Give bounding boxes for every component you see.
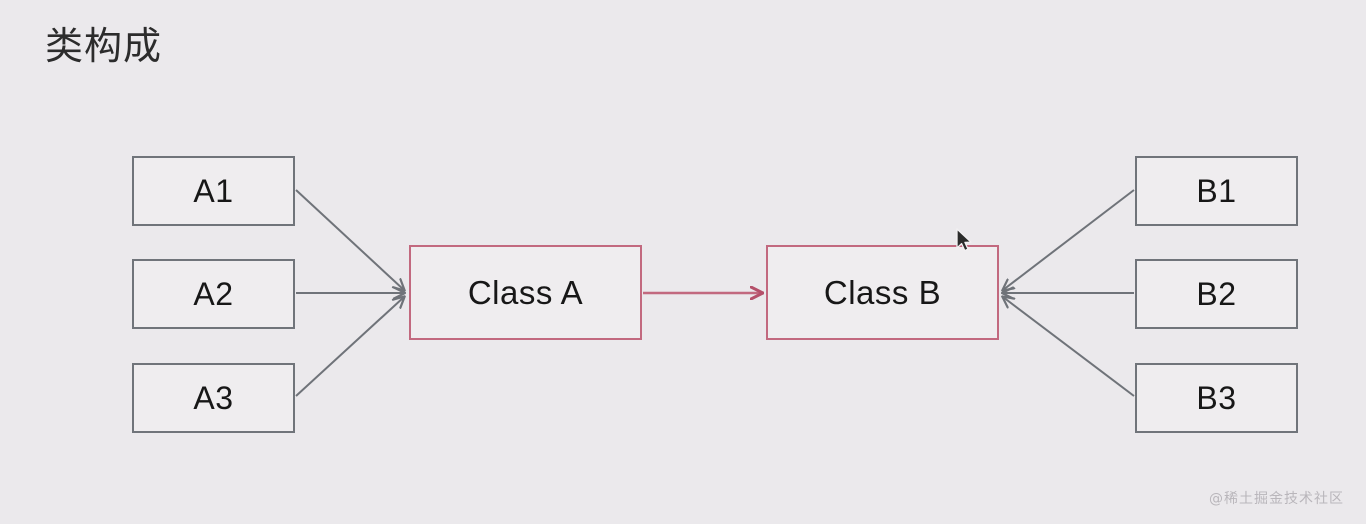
node-class-b[interactable]: Class B xyxy=(766,245,999,340)
node-b3[interactable]: B3 xyxy=(1135,363,1298,433)
edge-a1-to-class-a xyxy=(295,189,404,290)
node-b2-label: B2 xyxy=(1196,275,1237,312)
watermark: @稀土掘金技术社区 xyxy=(1209,491,1344,507)
node-class-a-label: Class A xyxy=(467,273,584,311)
page-title: 类构成 xyxy=(45,24,163,68)
node-b3-label: B3 xyxy=(1196,379,1237,416)
node-a2-label: A2 xyxy=(193,275,234,312)
node-class-a[interactable]: Class A xyxy=(409,245,642,340)
edge-b3-to-class-b xyxy=(1003,297,1135,397)
node-b1-label: B1 xyxy=(1196,172,1237,209)
node-a1[interactable]: A1 xyxy=(132,156,295,226)
node-a3-label: A3 xyxy=(193,379,234,416)
node-a2[interactable]: A2 xyxy=(132,259,295,329)
node-b1[interactable]: B1 xyxy=(1135,156,1298,226)
node-a1-label: A1 xyxy=(193,172,234,209)
edge-b1-to-class-b xyxy=(1003,189,1135,290)
node-b2[interactable]: B2 xyxy=(1135,259,1298,329)
node-class-b-label: Class B xyxy=(823,273,942,311)
node-a3[interactable]: A3 xyxy=(132,363,295,433)
edge-a3-to-class-a xyxy=(295,297,404,397)
